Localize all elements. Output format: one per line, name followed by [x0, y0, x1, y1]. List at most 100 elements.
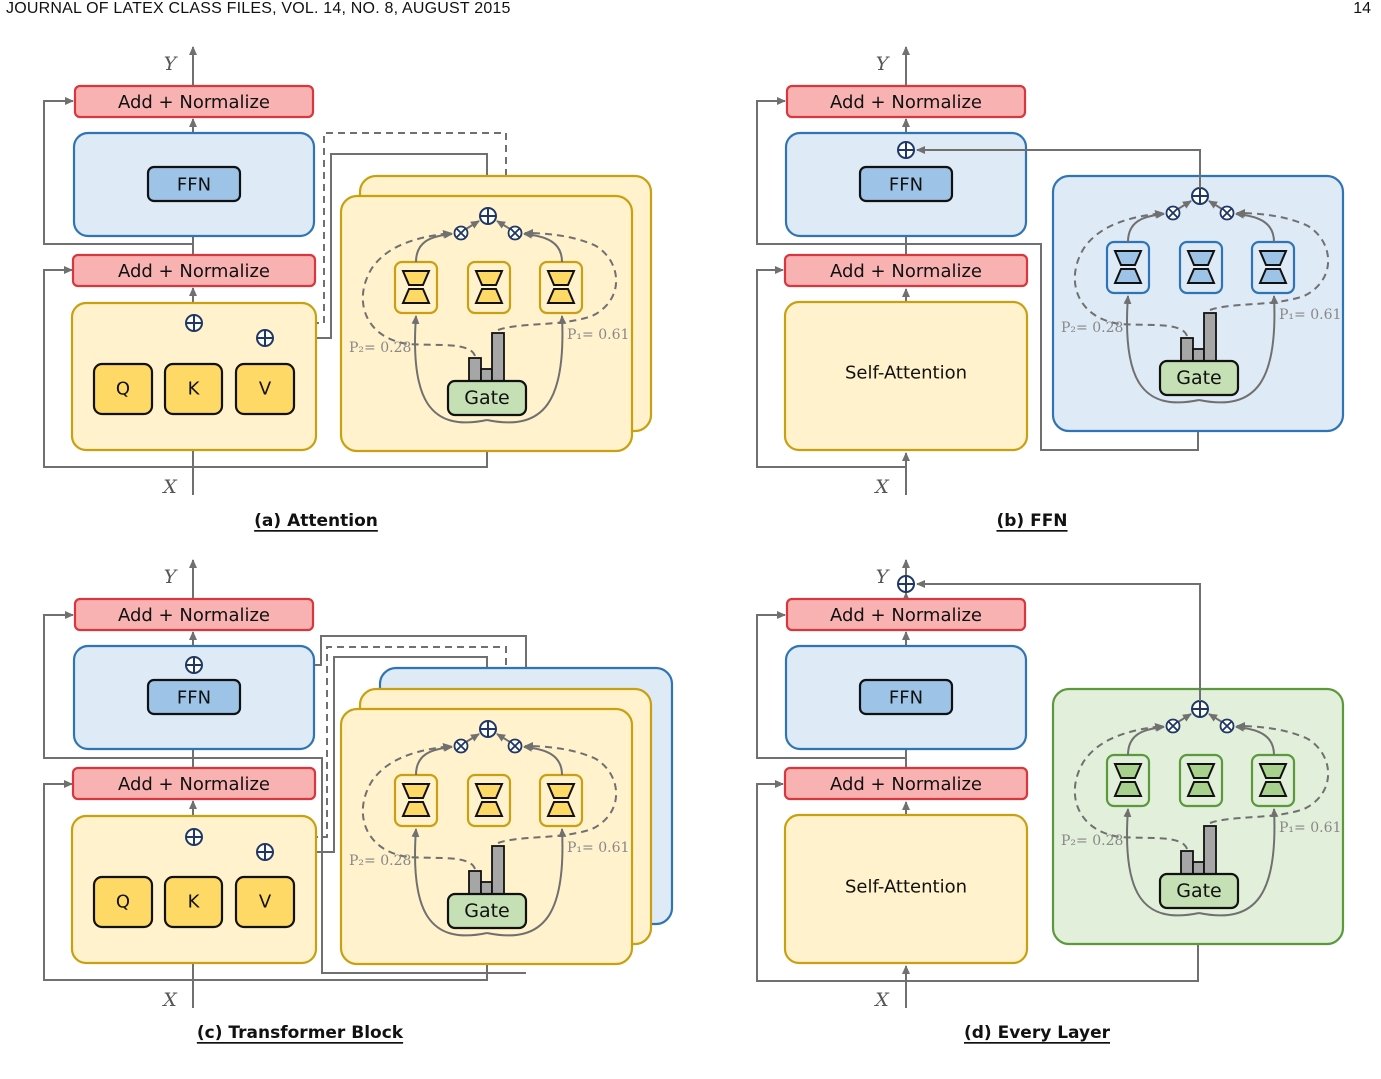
prob-p2-label: P₂= 0.28 — [349, 853, 411, 869]
x — [455, 227, 467, 239]
expert-1 — [393, 260, 439, 315]
expert-3 — [1250, 753, 1296, 808]
expert-2 — [1178, 240, 1224, 295]
expert-3-output — [523, 230, 563, 263]
self-attention-label: Self-Attention — [845, 877, 967, 898]
multiply-right-icon — [1219, 205, 1235, 221]
expert-box — [1105, 753, 1151, 808]
dashed-route-right — [497, 229, 617, 331]
caption-d: (d) Every Layer — [964, 1023, 1111, 1043]
gate-prob-bar-2 — [480, 368, 493, 382]
expert-box — [1105, 240, 1151, 295]
q-projection-box — [92, 875, 154, 929]
ffn-label: FFN — [889, 175, 923, 196]
add-normalize-box — [785, 84, 1027, 119]
ffn-box — [858, 165, 954, 203]
page-number: 14 — [1353, 0, 1371, 17]
prob-p1-label: P₁= 0.61 — [567, 327, 629, 343]
expert-box — [1250, 240, 1296, 295]
cross — [1192, 701, 1208, 717]
layer-add-icon — [897, 575, 915, 593]
k-projection-box — [163, 875, 224, 929]
multiply-left-icon — [1165, 205, 1181, 221]
x-label: X — [873, 989, 890, 1011]
hourglass-icon-top — [1113, 763, 1143, 779]
panel-b-expert-box — [1051, 174, 1345, 433]
gate-to-expert-3 — [486, 828, 567, 937]
cross — [898, 142, 914, 158]
hourglass-icon-top — [1258, 250, 1288, 266]
add-normalize-label: Add + Normalize — [830, 92, 982, 113]
gate-to-expert-3 — [1198, 295, 1279, 404]
residual-ffn — [756, 97, 906, 245]
cross — [257, 330, 273, 346]
cross — [480, 208, 496, 224]
q-label: Q — [116, 892, 130, 913]
ffn-add-icon — [185, 656, 203, 674]
x — [1167, 720, 1179, 732]
gate-prob-bar-2 — [1192, 348, 1205, 362]
k-projection-box — [163, 362, 224, 416]
residual-to-gate — [906, 243, 1202, 451]
multiply-right-icon — [1219, 718, 1235, 734]
add-normalize-label: Add + Normalize — [118, 261, 270, 282]
x — [1221, 207, 1233, 219]
gate-label: Gate — [1176, 367, 1222, 389]
mul-to-add-left — [1177, 713, 1192, 723]
multiply-left-icon — [453, 225, 469, 241]
add-normalize-box — [71, 253, 317, 288]
expert-3 — [1250, 240, 1296, 295]
x — [1221, 720, 1233, 732]
add-normalize-label: Add + Normalize — [118, 774, 270, 795]
residual-to-ffn-experts — [193, 757, 526, 974]
add-normalize-block: Add + Normalize — [71, 253, 317, 288]
hourglass-icon-top — [1186, 763, 1216, 779]
add-normalize-block: Add + Normalize — [785, 597, 1027, 632]
add-normalize-label: Add + Normalize — [830, 261, 982, 282]
prob-p2-label: P₂= 0.28 — [349, 340, 411, 356]
expert-box — [1178, 240, 1224, 295]
add-k-icon — [185, 828, 203, 846]
hourglass-icon-bottom — [1186, 781, 1216, 797]
expert-box — [1250, 753, 1296, 808]
multiply-right-icon — [507, 225, 523, 241]
add-normalize-box — [783, 253, 1029, 288]
self-attention-label: Self-Attention — [845, 363, 967, 384]
gate-box — [1158, 359, 1240, 397]
expert-3-output — [1235, 210, 1275, 243]
add-normalize-box — [73, 597, 315, 632]
cross — [898, 576, 914, 592]
dashed-route-left — [361, 229, 476, 357]
hourglass-icon-top — [1113, 250, 1143, 266]
prob-p2-label: P₂= 0.28 — [1061, 833, 1123, 849]
expert-1 — [1105, 753, 1151, 808]
hourglass-icon-bottom — [1113, 268, 1143, 284]
cross — [186, 657, 202, 673]
gate-prob-bar-3 — [1203, 312, 1217, 362]
expert-panel — [1051, 174, 1345, 433]
residual-attention — [43, 780, 193, 981]
expert-2 — [466, 260, 512, 315]
gate-prob-bar-1 — [468, 357, 482, 382]
x-label: X — [161, 476, 178, 498]
y-label: Y — [876, 53, 891, 75]
dashed-route-left — [361, 742, 476, 870]
expert-2 — [1178, 753, 1224, 808]
add-k-icon — [185, 314, 203, 332]
add-normalize-block: Add + Normalize — [73, 597, 315, 632]
gate-label: Gate — [1176, 880, 1222, 902]
mul-to-add-right — [1208, 713, 1223, 723]
hourglass-icon-bottom — [1258, 268, 1288, 284]
expert-2 — [466, 773, 512, 828]
hourglass-icon-bottom — [474, 801, 504, 817]
hourglass-icon-bottom — [401, 288, 431, 304]
expert-box — [393, 260, 439, 315]
expert-panel — [339, 194, 634, 453]
ffn-label: FFN — [889, 688, 923, 709]
self-attention-box — [783, 300, 1029, 452]
gate-to-expert-1 — [1123, 295, 1200, 404]
gate-box — [446, 892, 528, 930]
